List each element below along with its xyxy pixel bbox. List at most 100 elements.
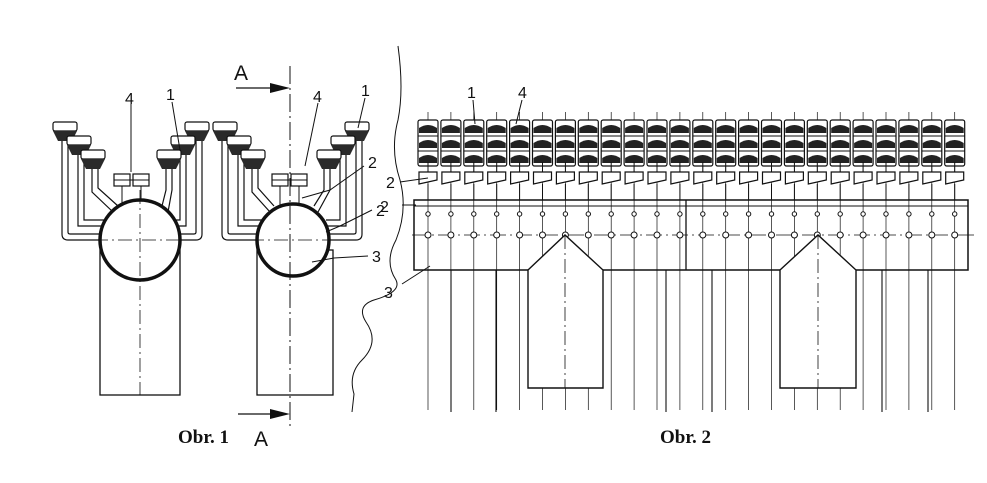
fig2-marker-upper	[700, 211, 706, 217]
fig2-label-2-lower: 2	[380, 199, 389, 216]
fig1-right-unit	[212, 121, 370, 396]
fig2-marker-upper	[883, 211, 889, 217]
fig1-right-block-4	[271, 173, 308, 205]
fig2-supports	[527, 234, 857, 389]
fig2-coil	[486, 119, 508, 167]
fig2-marker-axis	[836, 231, 844, 239]
fig2-marker-axis	[951, 231, 959, 239]
fig2-marker-axis	[699, 231, 707, 239]
fig2-marker-axis	[584, 231, 592, 239]
fig2-coil	[921, 119, 943, 167]
section-letter-top: A	[234, 62, 248, 85]
fig2-posts	[450, 270, 929, 412]
fig1-label-1-right: 1	[361, 83, 370, 100]
fig2-coil	[737, 119, 760, 167]
fig2-coil	[760, 119, 783, 167]
fig2-marker-axis	[722, 231, 730, 239]
fig2-coil	[577, 119, 599, 167]
fig2-marker-axis	[447, 231, 455, 239]
fig2-marker-upper	[906, 211, 912, 217]
fig2-marker-upper	[654, 211, 660, 217]
fig1-label-4-right: 4	[313, 89, 322, 106]
fig2-caption: Obr. 2	[660, 427, 711, 448]
fig2-coil	[898, 119, 920, 167]
fig1-label-4-left: 4	[125, 91, 134, 108]
figure-1: 4 1 4 1 2 2 3 A A Obr. 1	[52, 62, 385, 451]
fig2-coil	[829, 119, 851, 167]
fig1-left-unit	[52, 121, 210, 396]
fig2-coil	[509, 119, 531, 167]
fig2-coil	[715, 119, 737, 167]
fig2-marker-upper	[677, 211, 683, 217]
fig2-marker-upper	[585, 211, 591, 217]
fig2-marker-axis	[516, 231, 524, 239]
fig2-coil	[600, 119, 622, 167]
fig2-marker-axis	[859, 231, 867, 239]
fig2-marker-upper	[814, 211, 820, 217]
fig2-coil	[417, 119, 439, 167]
fig2-marker-axis	[424, 231, 432, 239]
fig1-label-3: 3	[372, 249, 381, 266]
fig1-label-2-lower: 2	[376, 203, 385, 220]
fig2-marker-upper	[837, 211, 843, 217]
fig2-marker-upper	[425, 211, 431, 217]
fig2-label-1: 1	[467, 85, 476, 102]
fig2-marker-axis	[653, 231, 661, 239]
fig2-coil	[783, 119, 806, 167]
fig2-marker-upper	[494, 211, 500, 217]
fig2-coil	[852, 119, 874, 167]
fig2-marker-upper	[723, 211, 729, 217]
fig1-label-1-left: 1	[166, 87, 175, 104]
fig2-coil	[692, 119, 714, 167]
fig1-caption: Obr. 1	[178, 427, 229, 448]
fig2-marker-upper	[562, 211, 569, 217]
fig2-coil	[875, 119, 897, 167]
fig2-joint-row	[418, 161, 965, 200]
fig2-coil	[623, 119, 645, 167]
fig2-marker-axis	[493, 231, 501, 239]
fig2-coil	[646, 119, 668, 167]
fig2-coil	[531, 119, 554, 167]
fig2-coil	[806, 119, 828, 167]
fig1-left-block-4	[113, 173, 150, 205]
fig2-marker-upper	[448, 211, 454, 217]
fig2-marker-upper	[952, 211, 958, 217]
fig2-coil-row	[417, 119, 966, 167]
fig2-marker-upper	[631, 211, 637, 217]
fig2-marker-upper	[745, 211, 752, 217]
fig2-marker-upper	[471, 211, 477, 217]
fig2-beam-markers	[424, 211, 959, 239]
section-letter-bottom: A	[254, 428, 268, 451]
fig2-label-3: 3	[384, 285, 393, 302]
fig2-marker-axis	[607, 231, 615, 239]
fig2-coil	[554, 119, 577, 167]
fig2-label-4: 4	[518, 85, 527, 102]
fig2-marker-axis	[905, 231, 913, 239]
fig2-coil	[440, 119, 462, 167]
fig2-coil	[944, 119, 966, 167]
fig2-marker-upper	[539, 211, 546, 217]
fig2-label-2-upper: 2	[386, 175, 395, 192]
figure-2: 1 4 2 2 3 Obr. 2	[380, 85, 976, 448]
section-line-a-a	[236, 66, 291, 430]
fig2-leader-lines	[399, 99, 523, 285]
fig2-marker-axis	[470, 231, 478, 239]
fig2-marker-axis	[790, 231, 798, 239]
fig2-marker-axis	[745, 231, 753, 239]
fig2-marker-upper	[929, 211, 935, 217]
fig2-marker-upper	[791, 211, 798, 217]
fig2-marker-axis	[676, 231, 684, 239]
fig2-marker-axis	[882, 231, 890, 239]
fig2-coil	[463, 119, 485, 167]
fig2-marker-axis	[928, 231, 936, 239]
fig2-marker-axis	[768, 231, 775, 239]
fig2-marker-upper	[608, 211, 614, 217]
fig2-marker-upper	[860, 211, 866, 217]
fig2-coil	[669, 119, 691, 167]
fig2-marker-upper	[516, 211, 523, 217]
fig2-marker-upper	[768, 211, 775, 217]
break-line	[351, 45, 404, 413]
fig1-label-2-upper: 2	[368, 155, 377, 172]
fig1-leader-lines	[130, 97, 373, 263]
